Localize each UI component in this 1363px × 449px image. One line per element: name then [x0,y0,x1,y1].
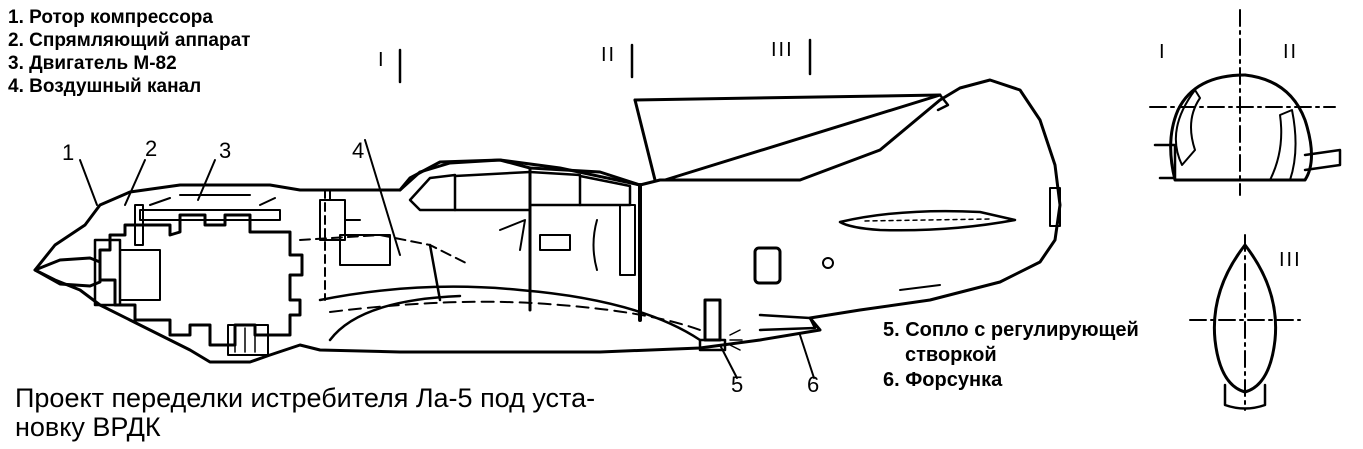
engine-m82 [98,213,304,347]
cross-label-i: I [1159,41,1167,63]
section-label-ii: II [601,44,617,66]
wing-lower-arc [328,294,462,342]
canopy [398,158,642,192]
legend-item-nozzle: 5. Сопло с регулирующей [883,319,1139,341]
rear-marker [822,257,834,269]
caption-line-1: Проект переделки истребителя Ла-5 под ус… [15,383,596,413]
wing-root-line [318,285,702,342]
callout-4: 4 [352,138,365,163]
vertical-fin [633,98,657,182]
callout-3: 3 [219,138,232,163]
caption-line-2: новку ВРДК [15,412,161,442]
canopy-frame [408,173,457,212]
spinner [33,256,102,288]
legend-item-injector: 6. Форсунка [883,369,1003,391]
cross-label-iii: III [1279,249,1302,271]
callout-2: 2 [145,136,158,161]
section-label-iii: III [771,39,794,61]
legend-item-engine: 3. Двигатель М-82 [8,53,177,74]
rear-hatch [753,246,782,285]
cross-section-iii [1189,234,1301,411]
callout-1: 1 [62,140,75,165]
cross-label-ii: II [1283,41,1299,63]
legend-item-air-duct: 4. Воздушный канал [8,76,202,97]
injector [758,313,817,332]
callout-5: 5 [731,372,744,397]
callout-6: 6 [807,372,820,397]
wing-root-dashed [329,300,701,331]
legend-item-stator: 2. Спрямляющий аппарат [8,30,251,51]
cross-section-i-ii [1149,9,1342,196]
legend-item-nozzle-cont: створкой [905,344,997,366]
section-label-i: I [378,49,386,71]
nozzle [703,298,722,342]
legend-item-rotor: 1. Ротор компрессора [8,7,213,28]
horizontal-stabilizer [838,209,1017,232]
